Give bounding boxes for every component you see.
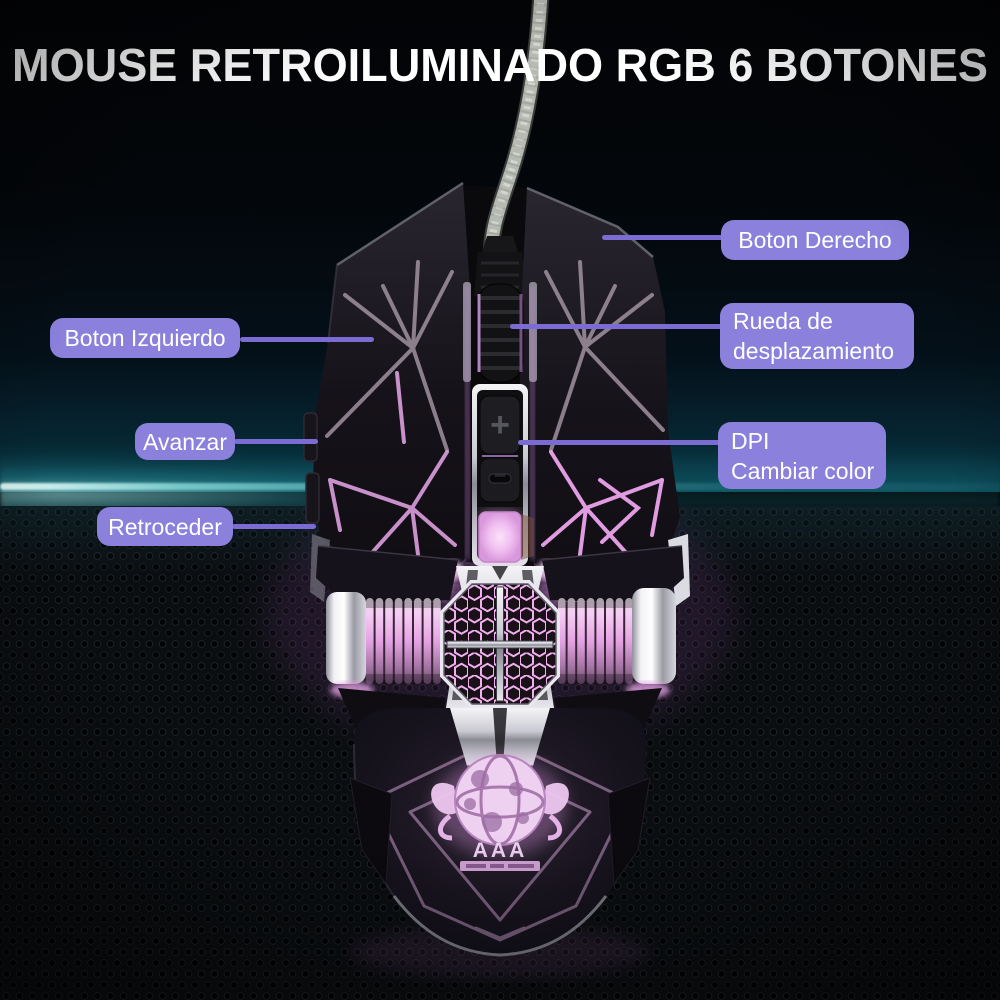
callout-badge-avanzar: Avanzar — [135, 423, 235, 460]
callout-label: Boton Derecho — [738, 227, 892, 253]
brand-text: AAA — [473, 839, 528, 862]
back-side-button — [305, 472, 320, 524]
callout-label: desplazamiento — [733, 338, 895, 364]
page-title: MOUSE RETROILUMINADO RGB 6 BOTONES — [12, 39, 988, 91]
callout-line-boton-derecho — [602, 235, 724, 240]
callout-line-boton-izquierdo — [240, 337, 374, 342]
forward-side-button — [303, 412, 318, 462]
left-coil — [326, 592, 442, 684]
scroll-wheel — [476, 283, 524, 383]
callout-label: DPI — [731, 427, 770, 454]
callout-badge-rueda: Rueda de desplazamiento — [720, 303, 914, 369]
minus-glyph: − — [494, 463, 507, 488]
callout-line-retroceder — [232, 524, 316, 529]
right-coil — [558, 588, 676, 684]
right-tail-fin — [607, 777, 651, 886]
callout-badge-retroceder: Retroceder — [97, 507, 233, 546]
callout-badge-boton-izquierdo: Boton Izquierdo — [50, 318, 240, 358]
callout-label: Rueda de — [733, 308, 833, 334]
callout-label: Retroceder — [108, 513, 222, 540]
color-change-button — [478, 511, 534, 563]
callout-badge-dpi: DPI Cambiar color — [718, 422, 886, 489]
callout-badge-boton-derecho: Boton Derecho — [721, 220, 909, 260]
honeycomb-grille — [440, 580, 560, 708]
callout-label: Avanzar — [143, 428, 227, 455]
left-button-shell — [313, 181, 472, 572]
callout-line-dpi — [518, 440, 720, 445]
callout-line-avanzar — [234, 439, 318, 444]
left-coil-cap — [326, 592, 366, 684]
right-coil-cap — [632, 588, 676, 684]
plus-glyph: + — [490, 406, 510, 444]
right-button-shell — [518, 186, 680, 602]
callout-label: Cambiar color — [731, 457, 875, 484]
callout-line-rueda — [510, 324, 722, 329]
left-tail-fin — [349, 777, 393, 886]
callout-label: Boton Izquierdo — [64, 325, 226, 351]
